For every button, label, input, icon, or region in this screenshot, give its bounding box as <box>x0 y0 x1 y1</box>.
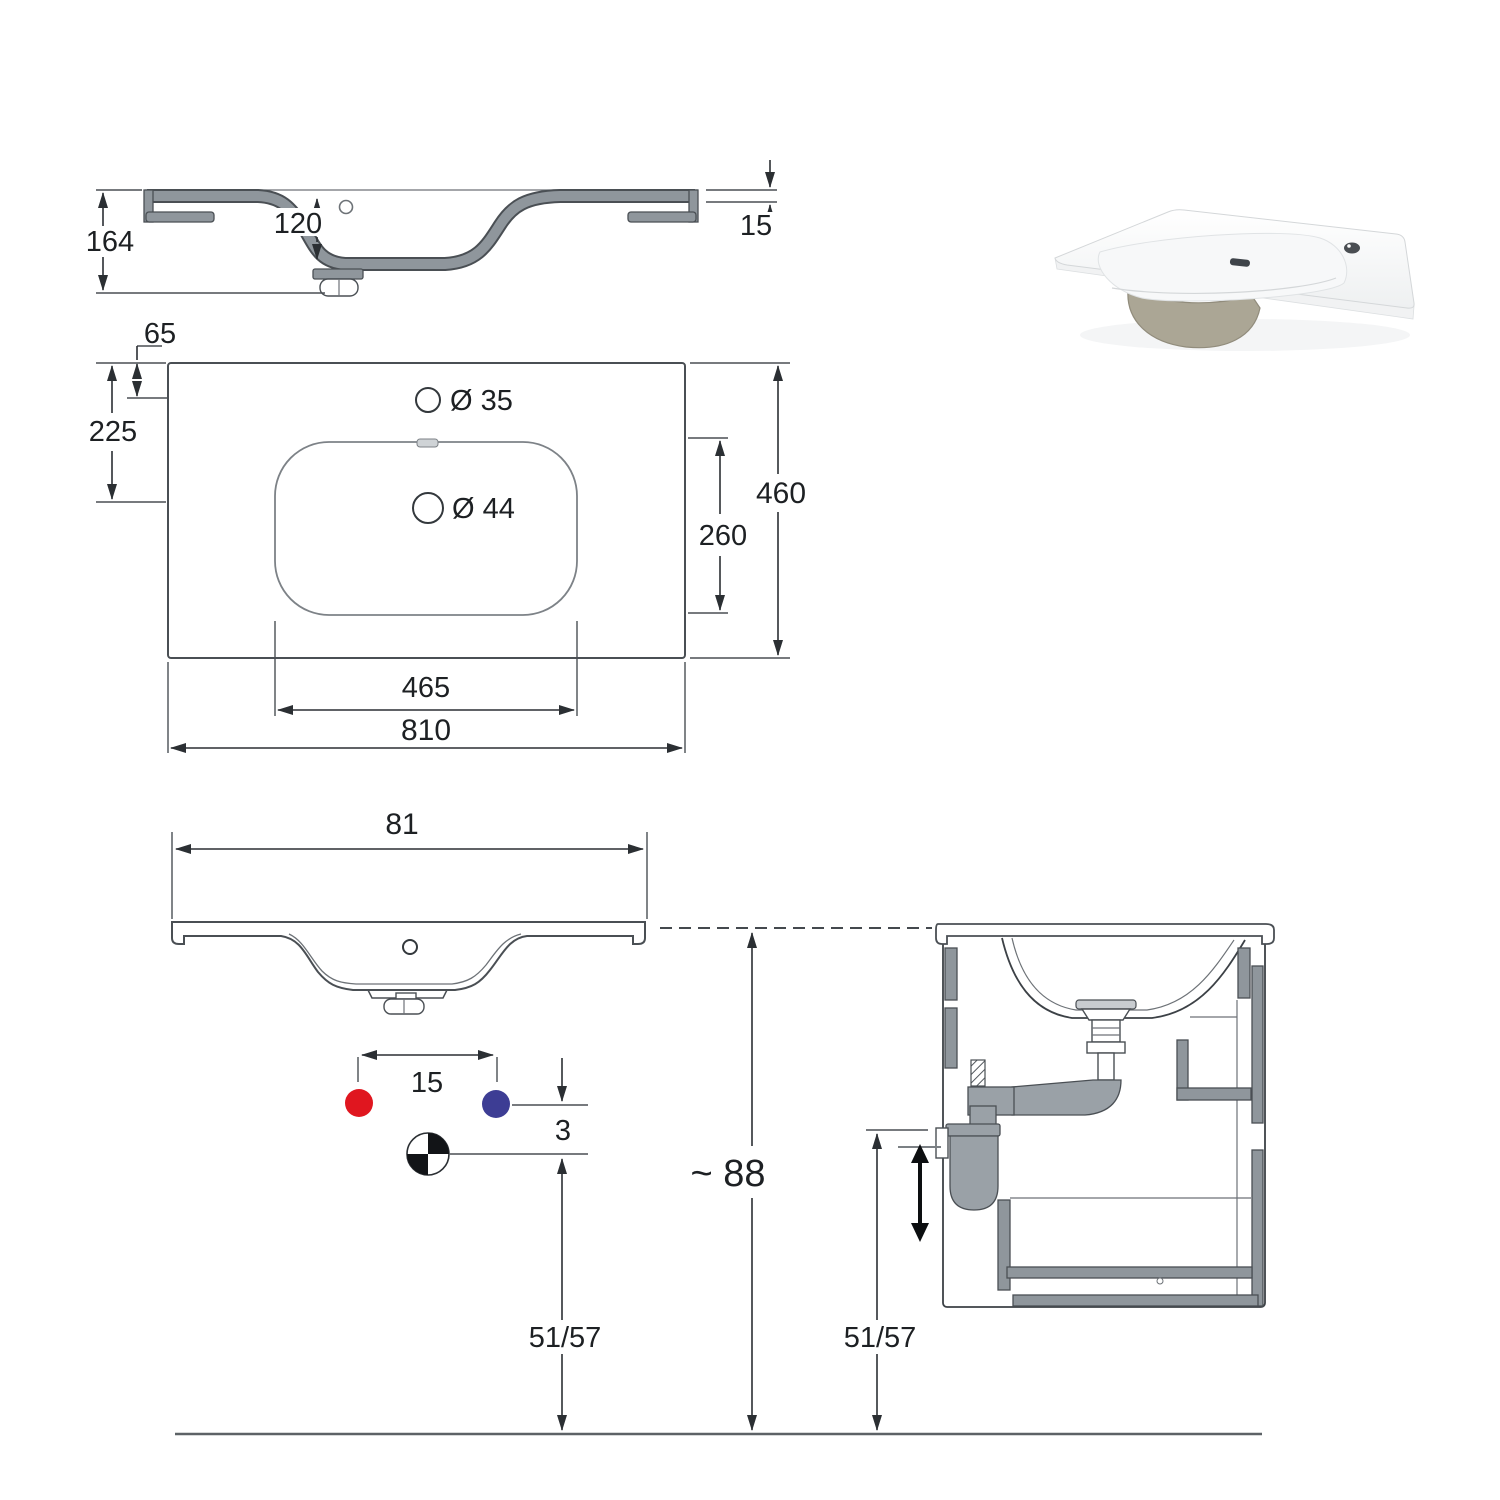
product-photo <box>1054 209 1415 351</box>
drain-tailpipe <box>1097 1052 1115 1081</box>
dim-bowl-inner-depth: 260 <box>688 437 747 614</box>
left-rim-lip <box>145 211 215 223</box>
dim-bowl-depth: 120 <box>268 198 328 260</box>
overflow-slot-plan <box>416 438 439 448</box>
cabinet-left-panel-lower <box>944 1007 958 1069</box>
drain-hole-plan <box>412 492 444 524</box>
dim-bowl-inner-width: 465 <box>274 621 578 716</box>
dim-label-faucet-dia: Ø 35 <box>450 385 513 417</box>
popup-drain-body <box>1091 1019 1121 1043</box>
faucet-hole-plan <box>415 387 441 413</box>
drain-neck-front <box>395 992 417 1000</box>
trap-collar-nut <box>945 1123 1001 1137</box>
cabinet-plinth <box>1012 1294 1259 1307</box>
drain-plumbing <box>935 999 1137 1211</box>
dim-label-460: 460 <box>756 477 806 510</box>
photo-bowl-recess <box>1097 232 1348 302</box>
faucet-hole-front <box>402 939 418 955</box>
waste-pipe-elbow <box>1011 1079 1122 1116</box>
cold-water-supply-dot <box>482 1090 510 1118</box>
installation-symbols: 15 3 <box>345 1050 588 1176</box>
ceramic-profile <box>147 191 695 269</box>
dim-overall-depth: 460 <box>690 362 806 659</box>
popup-drain-cone <box>1080 1008 1132 1021</box>
dim-label-15-edge: 15 <box>740 210 772 242</box>
label-backing <box>268 208 328 236</box>
popup-drain-flange <box>1075 999 1137 1010</box>
dim-label-5157-left: 51/57 <box>529 1322 602 1354</box>
front-view: 81 <box>171 808 932 1015</box>
dim-label-3: 3 <box>555 1115 571 1147</box>
basin-outline-front <box>171 921 646 991</box>
dim-label-65: 65 <box>144 318 176 350</box>
height-adjust-arrow <box>911 1144 929 1242</box>
photo-faucet-hole <box>1344 242 1360 254</box>
photo-faucet-hole-highlight <box>1347 244 1351 248</box>
dim-label-164: 164 <box>86 226 134 258</box>
bowl-inner-line-front <box>288 933 522 985</box>
bottle-trap <box>949 1135 999 1211</box>
cabinet-section-view <box>898 923 1275 1308</box>
dim-label-drain-dia: Ø 44 <box>452 493 515 525</box>
dim-drain-offset: 225 <box>89 362 166 503</box>
dim-width-cm: 81 <box>171 808 648 919</box>
dim-label-15-supply: 15 <box>411 1067 443 1099</box>
photo-overflow-slot <box>1229 258 1250 267</box>
dim-label-260: 260 <box>699 520 747 552</box>
drain-center-symbol <box>406 1132 450 1176</box>
dim-overall-width: 810 <box>167 662 686 753</box>
dim-drain-offset: 3 <box>450 1058 588 1155</box>
plan-view: Ø 35 Ø 44 65 225 260 <box>89 318 806 753</box>
dim-label-88: ~ 88 <box>690 1153 765 1195</box>
drawer-front-upper <box>1251 965 1264 1124</box>
wall-outlet-flange <box>935 1127 949 1159</box>
lower-drawer-bottom <box>1006 1266 1253 1279</box>
popup-drain-nut <box>1086 1041 1126 1054</box>
dim-label-225: 225 <box>89 416 137 448</box>
hot-water-supply-dot <box>345 1089 373 1117</box>
dim-faucet-offset: 65 <box>127 318 176 399</box>
photo-bowl-inner-curve <box>1111 277 1337 294</box>
upper-drawer-bottom <box>1176 1087 1252 1101</box>
ceramic-profile-outline <box>147 189 695 271</box>
side-section-view: 164 120 15 <box>86 160 779 297</box>
dim-label-465: 465 <box>402 672 450 704</box>
dim-label-81: 81 <box>385 808 418 841</box>
dim-supply-spacing: 15 <box>357 1050 498 1099</box>
cabinet-right-panel-small <box>1237 947 1251 999</box>
cabinet-bowl-inner <box>1011 937 1235 1011</box>
dim-siphon-height-left: 51/57 <box>529 1158 602 1431</box>
drawer-front-lower <box>1251 1149 1264 1307</box>
cabinet-left-panel-upper <box>944 947 958 1001</box>
dim-label-120: 120 <box>274 208 322 240</box>
bowl-outline-plan <box>274 441 578 616</box>
drain-flange-section <box>312 268 364 280</box>
dim-label-5157-right: 51/57 <box>844 1322 917 1354</box>
cabinet-sink-rim <box>935 923 1275 945</box>
label-backing <box>733 212 779 239</box>
screw-dot <box>1156 1277 1164 1285</box>
dim-installation-height: ~ 88 <box>690 932 766 1431</box>
right-rim-lip <box>627 211 697 223</box>
dim-total-height: 164 <box>86 189 325 294</box>
valve-handle <box>970 1059 986 1087</box>
dim-siphon-height-right: 51/57 <box>844 1129 928 1431</box>
height-dimensions: 51/57 ~ 88 51/57 <box>175 932 1262 1436</box>
photo-bowl-underside <box>1127 289 1261 349</box>
dim-rim-edge: 15 <box>706 160 779 242</box>
faucet-hole-section <box>338 199 354 215</box>
dim-label-810: 810 <box>401 714 451 747</box>
